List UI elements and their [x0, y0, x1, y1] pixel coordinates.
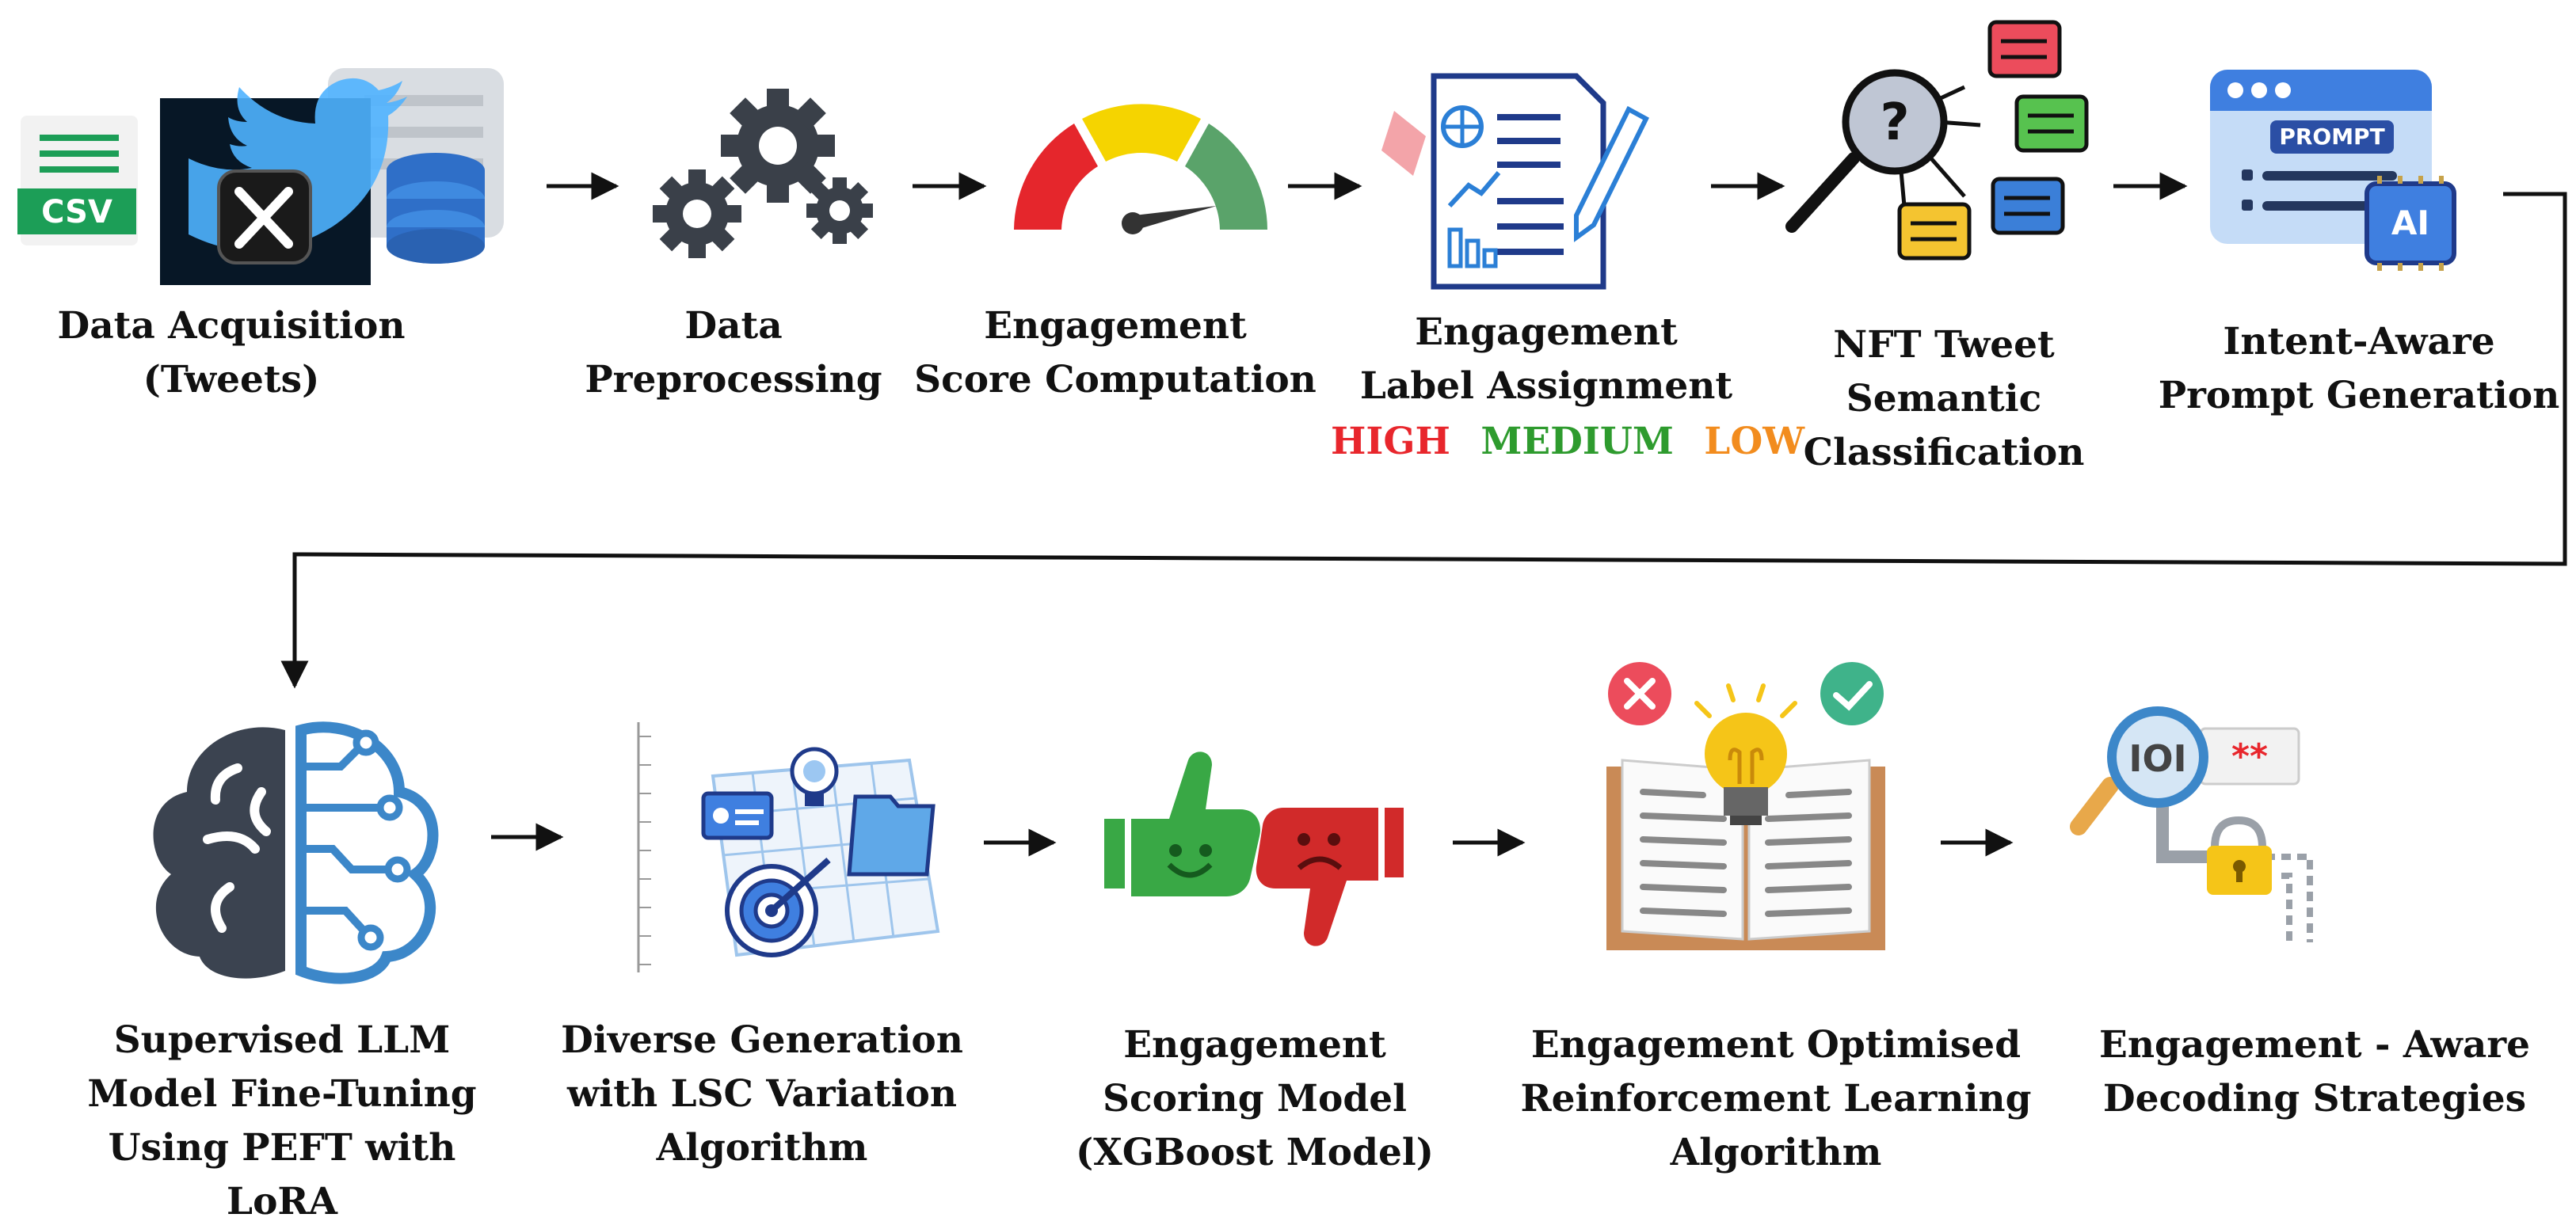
- label-line: Intent-Aware: [2223, 320, 2495, 363]
- label-line: with LSC Variation: [566, 1072, 958, 1116]
- label-data-preprocessing: Data Preprocessing: [585, 299, 882, 407]
- label-line: Model Fine-Tuning: [87, 1072, 477, 1116]
- gauge-icon: [1014, 104, 1267, 234]
- label-line: Engagement: [1123, 1023, 1386, 1067]
- twitter-x-icon: [160, 78, 407, 285]
- label-line: Semantic: [1846, 377, 2042, 420]
- prompt-text: PROMPT: [2279, 124, 2384, 150]
- level-high: HIGH: [1331, 420, 1450, 463]
- database-icon: [328, 68, 504, 264]
- engagement-levels: HIGH MEDIUM LOW: [1331, 420, 1822, 463]
- binary-text: IOI: [2128, 737, 2186, 780]
- label-line: Label Assignment: [1359, 364, 1733, 408]
- level-low: LOW: [1704, 420, 1805, 463]
- level-medium: MEDIUM: [1480, 420, 1674, 463]
- label-supervised-llm-fine-tuning: Supervised LLM Model Fine-Tuning Using P…: [87, 1014, 476, 1229]
- connector-arrow: [280, 192, 2567, 689]
- csv-file-icon: CSV: [17, 116, 138, 245]
- label-line: Scoring Model: [1103, 1077, 1407, 1121]
- label-engagement-score-computation: Engagement Score Computation: [914, 299, 1317, 407]
- label-engagement-scoring-model: Engagement Scoring Model (XGBoost Model): [1076, 1018, 1434, 1180]
- label-line: (XGBoost Model): [1075, 1131, 1435, 1174]
- label-engagement-aware-decoding: Engagement - Aware Decoding Strategies: [2099, 1018, 2530, 1126]
- label-line: Algorithm: [1670, 1131, 1882, 1174]
- label-line: Engagement Optimised: [1530, 1023, 2022, 1067]
- label-line: (Tweets): [143, 358, 320, 401]
- label-line: Data Acquisition: [57, 304, 406, 348]
- thumbs-up-down-icon: [1104, 751, 1404, 946]
- label-line: Data: [684, 304, 783, 348]
- target-blueprint-icon: [637, 722, 940, 972]
- label-line: LoRA: [227, 1180, 337, 1223]
- gears-icon: [653, 89, 873, 258]
- label-line: Preprocessing: [585, 358, 882, 401]
- decoding-lock-icon: ** IOI: [2070, 706, 2313, 942]
- prompt-ai-icon: PROMPT AI: [2210, 70, 2456, 271]
- magnifier-classification-icon: ?: [1785, 20, 2089, 261]
- label-line: Supervised LLM: [113, 1018, 451, 1062]
- label-engagement-label-assignment: Engagement Label Assignment: [1360, 306, 1732, 413]
- label-engagement-optimised-rl: Engagement Optimised Reinforcement Learn…: [1521, 1018, 2032, 1180]
- label-line: Prompt Generation: [2158, 374, 2560, 417]
- document-report-icon: [1381, 73, 1649, 290]
- label-line: Classification: [1803, 431, 2085, 474]
- label-diverse-generation-lsc: Diverse Generation with LSC Variation Al…: [561, 1014, 963, 1175]
- label-nft-tweet-semantic-classification: NFT Tweet Semantic Classification: [1804, 318, 2085, 480]
- label-line: Engagement: [1415, 310, 1678, 354]
- label-line: Reinforcement Learning: [1520, 1077, 2032, 1121]
- svg-text:**: **: [2231, 736, 2268, 777]
- label-line: Engagement: [984, 304, 1247, 348]
- book-lightbulb-icon: [1606, 662, 1885, 950]
- csv-text: CSV: [41, 194, 112, 230]
- flow-arrows: [280, 172, 2567, 857]
- label-intent-aware-prompt-generation: Intent-Aware Prompt Generation: [2159, 315, 2560, 423]
- label-line: NFT Tweet: [1833, 323, 2055, 367]
- ai-text: AI: [2391, 204, 2429, 242]
- label-data-acquisition: Data Acquisition (Tweets): [57, 299, 405, 407]
- label-line: Decoding Strategies: [2102, 1077, 2527, 1121]
- label-line: Engagement - Aware: [2099, 1023, 2530, 1067]
- label-line: Algorithm: [656, 1126, 868, 1170]
- brain-circuit-icon: [153, 721, 439, 984]
- label-line: Score Computation: [914, 358, 1317, 401]
- label-line: Using PEFT with: [108, 1126, 456, 1170]
- svg-text:?: ?: [1880, 93, 1909, 152]
- label-line: Diverse Generation: [561, 1018, 963, 1062]
- csv-twitter-database-icon: CSV: [17, 68, 504, 285]
